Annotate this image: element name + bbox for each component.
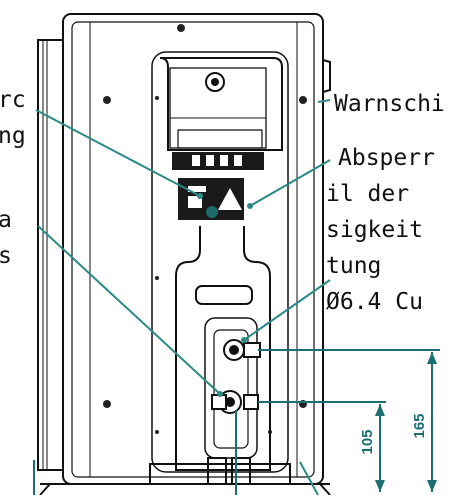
terminal-strip	[172, 152, 264, 170]
left-label-lower-line2: s	[0, 243, 12, 269]
left-label-upper-line1: rc	[0, 87, 26, 113]
left-label-lower-line1: a	[0, 207, 12, 233]
dimension-arrows	[375, 352, 437, 492]
warning-plate	[178, 178, 244, 220]
dimension-lines	[33, 349, 440, 495]
valve-label-line1: Absperr	[338, 145, 435, 171]
pipe-connections	[211, 339, 261, 414]
left-label-upper-line2: ng	[0, 123, 26, 149]
leader-dots	[197, 193, 253, 397]
service-panel	[151, 51, 289, 473]
valve-label-line2: il der	[326, 181, 410, 207]
warning-label: Warnschi	[334, 91, 445, 117]
casing-screws	[103, 24, 307, 434]
valve-label-line3: sigkeit	[326, 217, 423, 243]
dimension-label-upper: 165	[411, 413, 428, 438]
base-frame	[39, 457, 331, 496]
dimension-label-lower: 105	[359, 429, 376, 454]
valve-label-line4: tung	[326, 253, 382, 279]
valve-label-line5: Ø6.4 Cu	[326, 289, 423, 315]
leader-lines	[35, 99, 331, 496]
unit-casing	[37, 13, 331, 485]
